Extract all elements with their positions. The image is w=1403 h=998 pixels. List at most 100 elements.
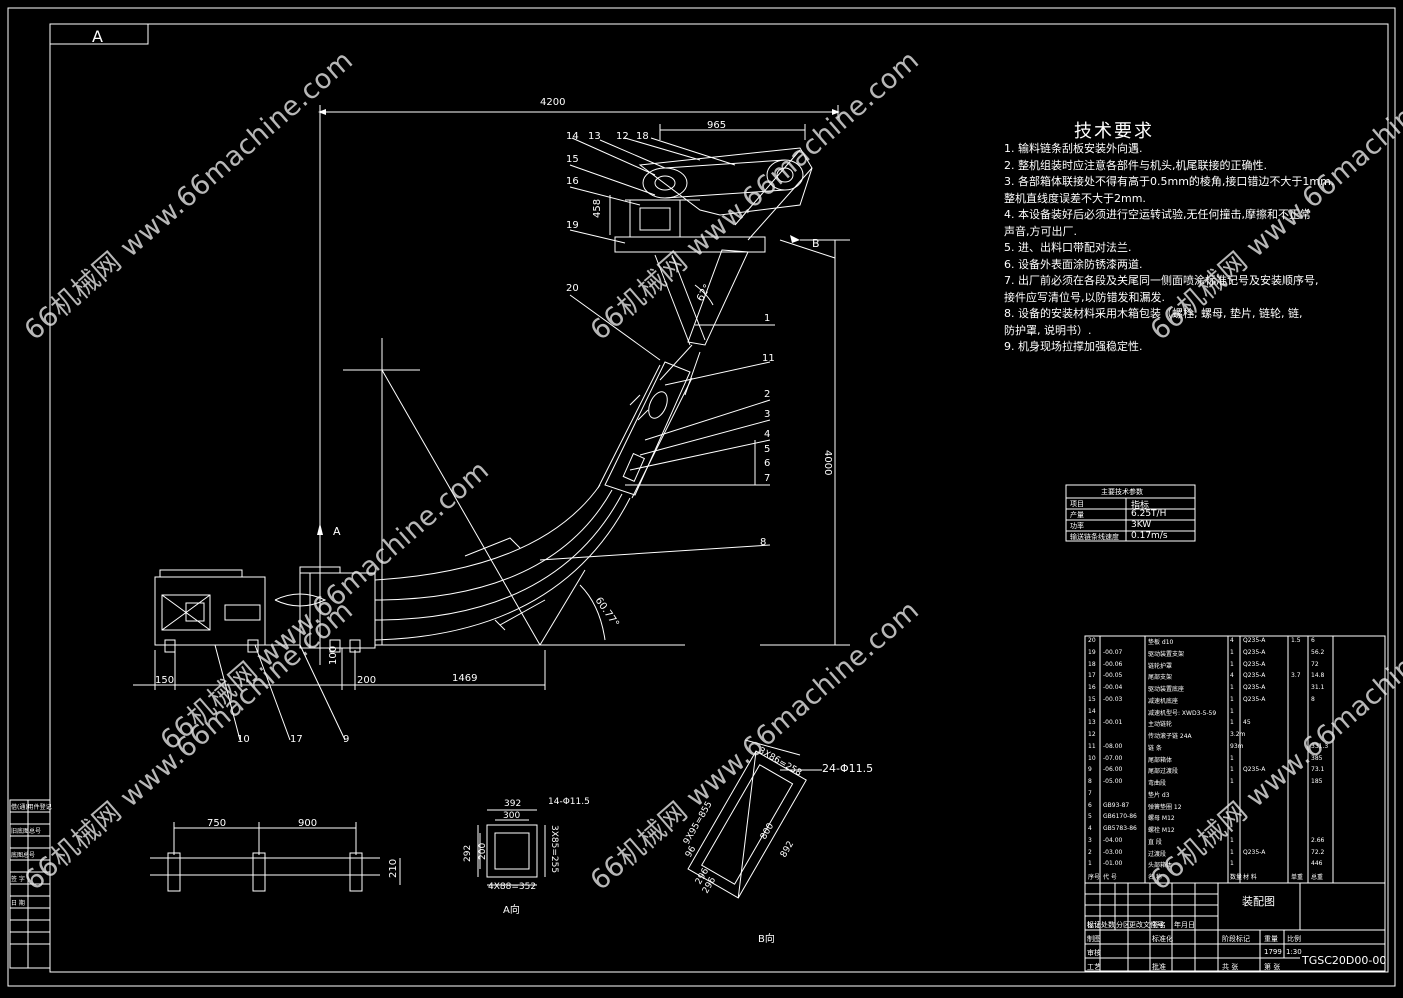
bom-cell: 1 bbox=[1230, 766, 1234, 774]
bom-cell: -00.07 bbox=[1103, 648, 1123, 656]
bom-cell: -05.00 bbox=[1103, 778, 1123, 786]
callout-3: 3 bbox=[764, 409, 770, 420]
bom-cell: 螺栓 M12 bbox=[1148, 827, 1175, 835]
tech-requirement-item: 1. 输料链条刮板安装外向遇. bbox=[1004, 142, 1143, 155]
weight-label: 重量 bbox=[1264, 935, 1278, 943]
b-dim-800: 800 bbox=[759, 821, 776, 841]
a-dim-292: 292 bbox=[463, 845, 473, 862]
bom-cell: 11 bbox=[1088, 742, 1096, 750]
title-block-frame bbox=[1084, 882, 1386, 972]
dim-965: 965 bbox=[707, 120, 726, 131]
callout-5: 5 bbox=[764, 444, 770, 455]
tech-requirement-item: 8. 设备的安装材料采用木箱包装（螺栓, 螺母, 垫片, 链轮, 链, bbox=[1004, 307, 1303, 320]
bom-cell: 1 bbox=[1230, 695, 1234, 703]
bom-cell: Q235-A bbox=[1243, 766, 1266, 774]
tech-requirement-item: 声音,方可出厂. bbox=[1004, 224, 1077, 238]
drawing-number: TGSC20D00-00 bbox=[1302, 954, 1387, 967]
tech-requirements-title: 技术要求 bbox=[1074, 121, 1154, 142]
bom-cell: -00.06 bbox=[1103, 660, 1123, 668]
bom-cell: 6 bbox=[1311, 637, 1315, 644]
dim-210: 210 bbox=[388, 859, 399, 878]
bom-cell: 5 bbox=[1088, 813, 1092, 821]
bom-cell: 头部箱体 bbox=[1148, 862, 1173, 870]
left-strip-label: 日 期 bbox=[11, 900, 25, 907]
bom-cell: 单重 bbox=[1291, 874, 1304, 882]
tech-requirement-item: 7. 出厂前必须在各段及关尾同一侧面喷涂标准记号及安装顺序号, bbox=[1004, 274, 1319, 287]
bom-cell: 1 bbox=[1230, 848, 1234, 856]
bom-cell: 331.3 bbox=[1311, 742, 1329, 750]
bom-cell: 13 bbox=[1088, 719, 1096, 727]
bom-cell: 16 bbox=[1088, 684, 1096, 692]
dim-4000: 4000 bbox=[822, 450, 833, 475]
params-row-value: 指标 bbox=[1131, 501, 1150, 511]
bom-cell: 10 bbox=[1088, 754, 1096, 762]
bom-cell: 传动滚子链 24A bbox=[1148, 733, 1192, 741]
bom-cell: 1 bbox=[1230, 836, 1234, 844]
a-dim-200: 200 bbox=[478, 843, 488, 860]
bom-cell: 1 bbox=[1230, 648, 1234, 656]
bom-cell: 1 bbox=[1230, 860, 1234, 868]
bom-cell: 代 号 bbox=[1103, 874, 1117, 882]
dim-100: 100 bbox=[328, 646, 339, 665]
bom-cell: 8 bbox=[1311, 695, 1315, 703]
bom-cell: GB6170-86 bbox=[1103, 813, 1137, 821]
bom-cell: 材 料 bbox=[1243, 874, 1257, 882]
bom-cell: 45 bbox=[1243, 719, 1251, 727]
bom-cell: -03.00 bbox=[1103, 848, 1123, 856]
a-dim-4x88: 4X88=352 bbox=[488, 882, 536, 892]
bom-cell: Q235-A bbox=[1243, 848, 1266, 856]
params-row-name: 项目 bbox=[1070, 500, 1084, 508]
title-block-row-label: 标记 bbox=[1087, 921, 1101, 929]
bom-cell: 4 bbox=[1230, 637, 1234, 644]
a-arrow-label: A bbox=[333, 525, 341, 538]
b-view-flange bbox=[687, 750, 807, 899]
bom-frame bbox=[1084, 635, 1386, 884]
callout-14: 14 bbox=[566, 131, 579, 142]
curve-inner bbox=[374, 484, 601, 581]
title-block-left-label: 设计 bbox=[1087, 921, 1101, 929]
bom-cell: 总重 bbox=[1311, 874, 1324, 882]
callout-1: 1 bbox=[764, 313, 770, 324]
callout-10: 10 bbox=[237, 734, 250, 745]
inner-frame bbox=[49, 23, 1389, 973]
bom-cell: 93m bbox=[1230, 742, 1244, 750]
title-block-left-label: 审核 bbox=[1087, 949, 1101, 957]
bom-cell: -00.04 bbox=[1103, 684, 1123, 692]
bom-cell: 1 bbox=[1230, 660, 1234, 668]
bom-cell: 数量 bbox=[1230, 874, 1243, 882]
params-row-name: 输送链条线速度 bbox=[1070, 533, 1119, 541]
bom-cell: 过渡段 bbox=[1148, 850, 1167, 858]
bom-cell: 1 bbox=[1230, 684, 1234, 692]
bom-cell: 链 条 bbox=[1148, 744, 1162, 752]
callout-19: 19 bbox=[566, 220, 579, 231]
callout-8: 8 bbox=[760, 537, 766, 548]
a-view-label: A向 bbox=[503, 903, 520, 916]
left-strip-label: 底图总号 bbox=[11, 852, 36, 859]
tech-requirement-item: 接件应写清位号,以防错发和漏发. bbox=[1004, 290, 1165, 304]
bom-cell: 尾部支架 bbox=[1148, 674, 1173, 682]
dim-458: 458 bbox=[592, 199, 603, 218]
bom-cell: 减速机底座 bbox=[1148, 697, 1179, 705]
bom-cell: 尾部箱体 bbox=[1148, 756, 1173, 764]
dim-900: 900 bbox=[298, 818, 317, 829]
bom-cell: Q235-A bbox=[1243, 684, 1266, 692]
drive-base-plate bbox=[614, 236, 766, 253]
bom-cell: Q235-A bbox=[1243, 672, 1266, 680]
bom-cell: -07.00 bbox=[1103, 754, 1123, 762]
callout-15: 15 bbox=[566, 154, 579, 165]
bom-cell: 2.66 bbox=[1311, 836, 1325, 844]
a-dim-holes: 14-Φ11.5 bbox=[548, 797, 590, 807]
tech-requirement-item: 6. 设备外表面涂防锈漆两道. bbox=[1004, 257, 1143, 271]
callout-13: 13 bbox=[588, 131, 601, 142]
standardization-label: 标准化 bbox=[1152, 935, 1173, 943]
bom-cell: 驱动装置支架 bbox=[1148, 650, 1185, 658]
bom-cell: 垫板 d10 bbox=[1148, 639, 1174, 646]
b-dim-96: 96 bbox=[684, 844, 699, 859]
bom-cell: -06.00 bbox=[1103, 766, 1123, 774]
callout-4: 4 bbox=[764, 429, 770, 440]
bom-cell: 185 bbox=[1311, 778, 1323, 786]
callout-17: 17 bbox=[290, 734, 303, 745]
bom-cell: 72.2 bbox=[1311, 848, 1325, 856]
bom-cell: 12 bbox=[1088, 731, 1096, 739]
bom-cell: 1 bbox=[1088, 860, 1092, 868]
